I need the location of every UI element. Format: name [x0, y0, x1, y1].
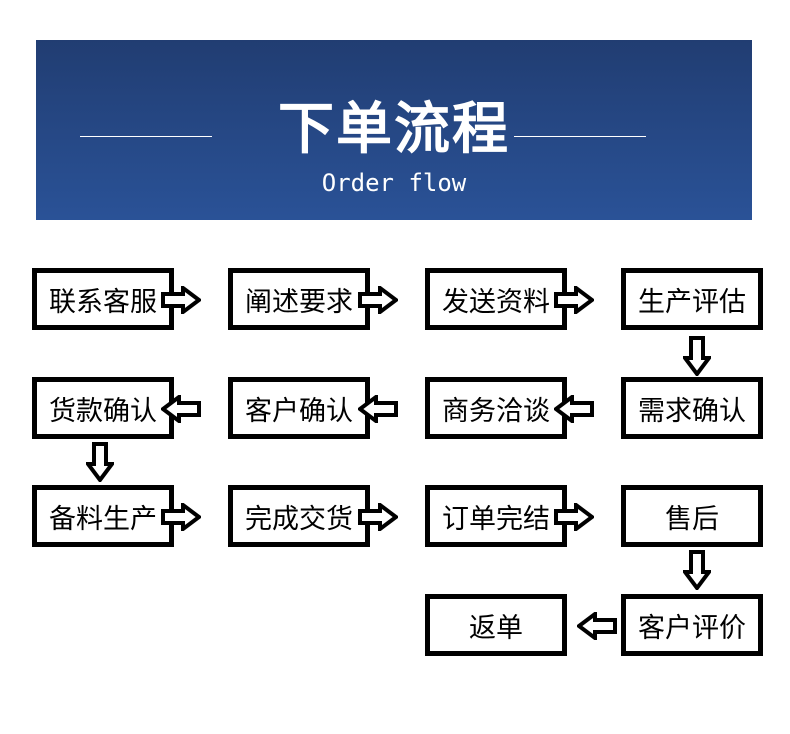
page-title: 下单流程 — [278, 97, 510, 162]
arrow-left-icon — [159, 393, 201, 427]
arrow-down-icon — [80, 442, 120, 484]
header-banner: 下单流程 Order flow — [36, 40, 752, 220]
step-box: 客户评价 — [621, 594, 763, 656]
arrow-left-icon — [552, 393, 594, 427]
step-box: 商务洽谈 — [425, 377, 567, 439]
title-divider-left — [80, 136, 212, 137]
step-box: 订单完结 — [425, 485, 567, 547]
step-box: 阐述要求 — [228, 268, 370, 330]
step-box: 需求确认 — [621, 377, 763, 439]
arrow-right-icon — [554, 284, 596, 318]
arrow-down-icon — [677, 336, 717, 378]
step-box: 联系客服 — [32, 268, 174, 330]
step-box: 客户确认 — [228, 377, 370, 439]
title-divider-right — [514, 136, 646, 137]
step-box: 货款确认 — [32, 377, 174, 439]
step-box: 返单 — [425, 594, 567, 656]
page-subtitle: Order flow — [321, 169, 467, 197]
step-box: 发送资料 — [425, 268, 567, 330]
arrow-left-icon — [356, 393, 398, 427]
arrow-right-icon — [554, 501, 596, 535]
arrow-right-icon — [358, 501, 400, 535]
arrow-right-icon — [161, 284, 203, 318]
arrow-right-icon — [161, 501, 203, 535]
step-box: 生产评估 — [621, 268, 763, 330]
arrow-left-icon — [575, 610, 617, 644]
arrow-right-icon — [358, 284, 400, 318]
step-box: 备料生产 — [32, 485, 174, 547]
step-box: 完成交货 — [228, 485, 370, 547]
step-box: 售后 — [621, 485, 763, 547]
arrow-down-icon — [677, 550, 717, 592]
